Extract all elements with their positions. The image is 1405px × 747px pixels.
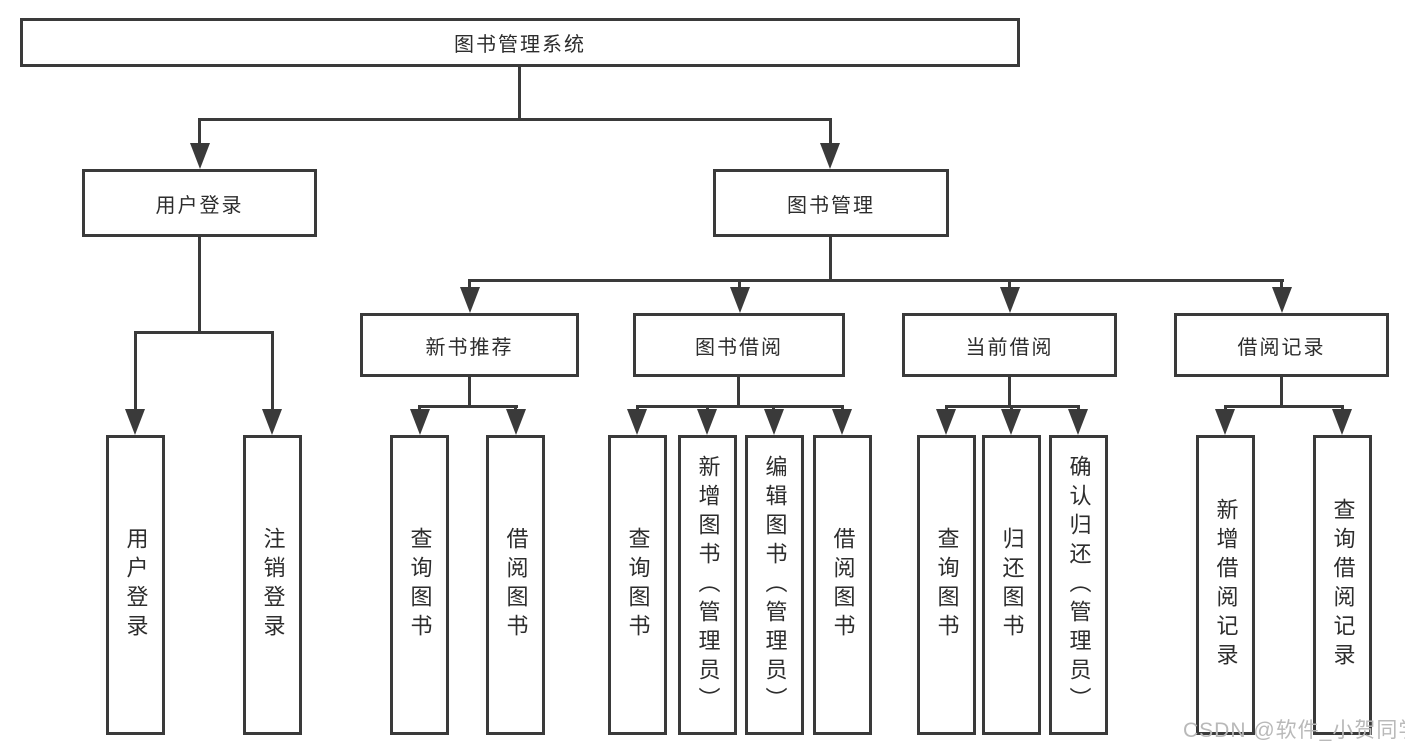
line-segment bbox=[468, 377, 471, 408]
line-segment bbox=[737, 377, 740, 408]
line-segment bbox=[468, 279, 1284, 282]
line-segment bbox=[198, 118, 832, 121]
node-borrowing-records: 借阅记录 bbox=[1174, 313, 1389, 377]
leaf-add-borrow-record: 新增借阅记录 bbox=[1196, 435, 1255, 735]
node-new-book-recommendation: 新书推荐 bbox=[360, 313, 579, 377]
line-segment bbox=[1280, 377, 1283, 408]
arrowhead-icon bbox=[460, 287, 480, 313]
arrowhead-icon bbox=[262, 409, 282, 435]
leaf-query-books-borrowing-label: 查询图书 bbox=[625, 527, 651, 643]
arrowhead-icon bbox=[730, 287, 750, 313]
node-book-borrowing-label: 图书借阅 bbox=[695, 336, 783, 359]
leaf-query-books-recommend: 查询图书 bbox=[390, 435, 449, 735]
arrowhead-icon bbox=[764, 409, 784, 435]
arrowhead-icon bbox=[1215, 409, 1235, 435]
leaf-borrow-books-recommend: 借阅图书 bbox=[486, 435, 545, 735]
leaf-add-book-admin: 新增图书（管理员） bbox=[678, 435, 737, 735]
node-user-login-label: 用户登录 bbox=[155, 194, 244, 217]
arrowhead-icon bbox=[1272, 287, 1292, 313]
arrowhead-icon bbox=[627, 409, 647, 435]
node-book-borrowing: 图书借阅 bbox=[633, 313, 845, 377]
node-book-management-label: 图书管理 bbox=[787, 194, 875, 217]
leaf-edit-book-admin-label: 编辑图书（管理员） bbox=[762, 454, 788, 716]
leaf-logout: 注销登录 bbox=[243, 435, 302, 735]
csdn-watermark: CSDN @软件_小贺同学 bbox=[1183, 719, 1405, 742]
line-segment bbox=[271, 331, 274, 412]
leaf-confirm-return-admin: 确认归还（管理员） bbox=[1049, 435, 1108, 735]
line-segment bbox=[636, 405, 844, 408]
arrowhead-icon bbox=[697, 409, 717, 435]
leaf-query-books-borrowing: 查询图书 bbox=[608, 435, 667, 735]
line-segment bbox=[1280, 279, 1283, 291]
arrowhead-icon bbox=[1001, 409, 1021, 435]
arrowhead-icon bbox=[190, 143, 210, 169]
line-segment bbox=[134, 331, 274, 334]
arrowhead-icon bbox=[1068, 409, 1088, 435]
line-segment bbox=[1224, 405, 1344, 408]
arrowhead-icon bbox=[410, 409, 430, 435]
node-borrowing-records-label: 借阅记录 bbox=[1237, 336, 1326, 359]
arrowhead-icon bbox=[936, 409, 956, 435]
leaf-return-books: 归还图书 bbox=[982, 435, 1041, 735]
arrowhead-icon bbox=[125, 409, 145, 435]
leaf-query-books-current-label: 查询图书 bbox=[934, 527, 960, 643]
leaf-confirm-return-admin-label: 确认归还（管理员） bbox=[1066, 454, 1092, 716]
leaf-borrow-books-recommend-label: 借阅图书 bbox=[503, 527, 529, 643]
line-segment bbox=[198, 237, 201, 334]
line-segment bbox=[829, 237, 832, 282]
node-user-login: 用户登录 bbox=[82, 169, 317, 237]
leaf-query-books-current: 查询图书 bbox=[917, 435, 976, 735]
arrowhead-icon bbox=[1000, 287, 1020, 313]
line-segment bbox=[468, 279, 471, 291]
leaf-borrow-books-borrowing-label: 借阅图书 bbox=[830, 527, 856, 643]
node-new-book-recommendation-label: 新书推荐 bbox=[425, 336, 514, 359]
arrowhead-icon bbox=[832, 409, 852, 435]
line-segment bbox=[829, 118, 832, 148]
node-current-borrowing: 当前借阅 bbox=[902, 313, 1117, 377]
leaf-user-login: 用户登录 bbox=[106, 435, 165, 735]
leaf-user-login-label: 用户登录 bbox=[123, 527, 149, 643]
line-segment bbox=[518, 65, 521, 120]
line-segment bbox=[134, 331, 137, 412]
arrowhead-icon bbox=[820, 143, 840, 169]
leaf-borrow-books-borrowing: 借阅图书 bbox=[813, 435, 872, 735]
arrowhead-icon bbox=[506, 409, 526, 435]
line-segment bbox=[738, 279, 741, 291]
arrowhead-icon bbox=[1332, 409, 1352, 435]
leaf-query-books-recommend-label: 查询图书 bbox=[407, 527, 433, 643]
leaf-add-book-admin-label: 新增图书（管理员） bbox=[695, 454, 721, 716]
line-segment bbox=[198, 118, 201, 148]
node-book-management: 图书管理 bbox=[713, 169, 949, 237]
leaf-logout-label: 注销登录 bbox=[260, 527, 286, 643]
leaf-query-borrow-record: 查询借阅记录 bbox=[1313, 435, 1372, 735]
leaf-edit-book-admin: 编辑图书（管理员） bbox=[745, 435, 804, 735]
node-root: 图书管理系统 bbox=[20, 18, 1020, 67]
leaf-add-borrow-record-label: 新增借阅记录 bbox=[1213, 498, 1239, 672]
line-segment bbox=[1008, 279, 1011, 291]
line-segment bbox=[418, 405, 518, 408]
node-root-label: 图书管理系统 bbox=[454, 34, 586, 56]
leaf-query-borrow-record-label: 查询借阅记录 bbox=[1330, 498, 1356, 672]
line-segment bbox=[1008, 377, 1011, 408]
leaf-return-books-label: 归还图书 bbox=[999, 527, 1025, 643]
node-current-borrowing-label: 当前借阅 bbox=[965, 336, 1054, 359]
